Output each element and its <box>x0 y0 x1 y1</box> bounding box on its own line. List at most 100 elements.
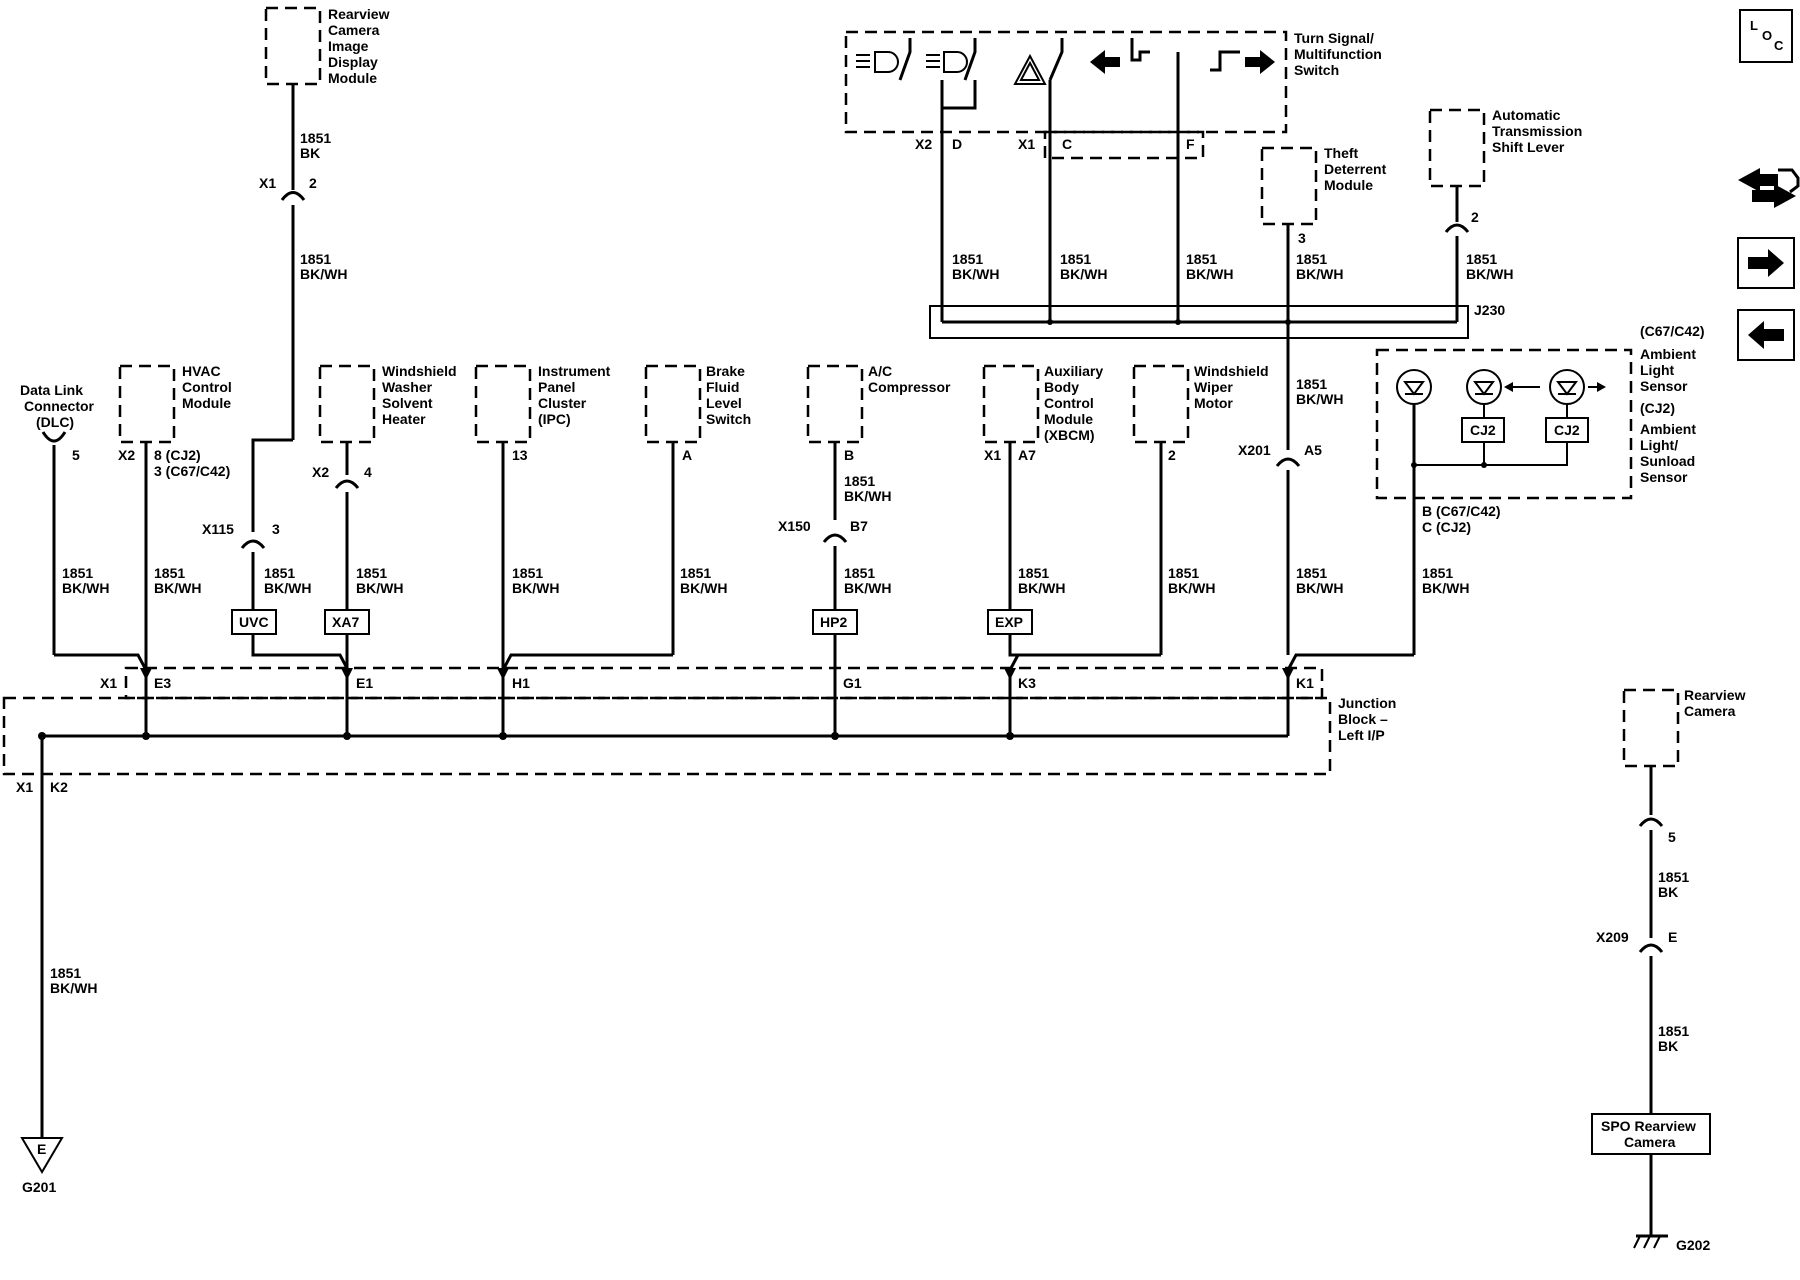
svg-text:Washer: Washer <box>382 379 433 395</box>
turn-switch-label-1: Turn Signal/ <box>1294 30 1374 46</box>
svg-text:1851: 1851 <box>300 251 331 267</box>
svg-text:1851: 1851 <box>62 565 93 581</box>
svg-text:X1: X1 <box>16 779 33 795</box>
svg-text:Junction: Junction <box>1338 695 1396 711</box>
xa7-option: XA7 <box>332 614 359 630</box>
transmission-shift-lever[interactable] <box>1428 108 1486 188</box>
svg-text:HVAC: HVAC <box>182 363 221 379</box>
washer-solvent-heater[interactable] <box>318 364 376 444</box>
svg-text:Heater: Heater <box>382 411 426 427</box>
svg-text:F: F <box>1186 136 1195 152</box>
svg-text:G201: G201 <box>22 1179 56 1195</box>
svg-text:1851: 1851 <box>1466 251 1497 267</box>
svg-text:BK: BK <box>300 145 320 161</box>
windshield-wiper-motor[interactable] <box>1132 364 1190 444</box>
svg-text:BK/WH: BK/WH <box>50 980 97 996</box>
svg-text:BK/WH: BK/WH <box>1018 580 1065 596</box>
svg-text:BK/WH: BK/WH <box>1296 391 1343 407</box>
rearview-display-label-4: Display <box>328 54 378 70</box>
instrument-panel-cluster[interactable] <box>474 364 532 444</box>
turn-signal-multifunction-switch[interactable] <box>844 30 1288 134</box>
svg-text:1851: 1851 <box>1186 251 1217 267</box>
svg-text:Light/: Light/ <box>1640 437 1678 453</box>
svg-text:Brake: Brake <box>706 363 745 379</box>
svg-text:BK: BK <box>1658 884 1678 900</box>
theft-deterrent-module[interactable] <box>1260 146 1318 226</box>
arrow-right-signal-icon <box>1245 50 1275 74</box>
svg-text:Light: Light <box>1640 362 1675 378</box>
svg-text:E: E <box>37 1141 46 1157</box>
loc-icon[interactable]: L O C <box>1739 9 1793 63</box>
svg-text:Ambient: Ambient <box>1640 421 1696 437</box>
svg-text:1851: 1851 <box>154 565 185 581</box>
svg-text:Camera: Camera <box>1624 1134 1676 1150</box>
turn-switch-label-3: Switch <box>1294 62 1339 78</box>
svg-text:BK/WH: BK/WH <box>356 580 403 596</box>
svg-text:BK: BK <box>1658 1038 1678 1054</box>
svg-text:E: E <box>1668 929 1677 945</box>
svg-text:X1: X1 <box>259 175 276 191</box>
svg-text:Instrument: Instrument <box>538 363 611 379</box>
rearview-camera[interactable] <box>1622 688 1680 768</box>
arrow-left-icon[interactable] <box>1737 309 1795 361</box>
svg-text:1851: 1851 <box>1296 251 1327 267</box>
svg-text:3: 3 <box>1298 230 1306 246</box>
hvac-control-module[interactable] <box>118 364 176 444</box>
svg-text:1851: 1851 <box>512 565 543 581</box>
ground-g202-symbol <box>1633 1234 1668 1249</box>
svg-text:G1: G1 <box>843 675 862 691</box>
light-sensor-icon <box>1396 369 1585 405</box>
hp2-option: HP2 <box>820 614 847 630</box>
svg-text:B7: B7 <box>850 518 868 534</box>
svg-text:Body: Body <box>1044 379 1079 395</box>
svg-text:Deterrent: Deterrent <box>1324 161 1387 177</box>
svg-text:K2: K2 <box>50 779 68 795</box>
svg-text:(DLC): (DLC) <box>36 414 74 430</box>
svg-text:Left I/P: Left I/P <box>1338 727 1385 743</box>
svg-text:3: 3 <box>272 521 280 537</box>
uvc-option: UVC <box>239 614 269 630</box>
svg-text:BK/WH: BK/WH <box>154 580 201 596</box>
svg-text:3 (C67/C42): 3 (C67/C42) <box>154 463 230 479</box>
cj2-option-1: CJ2 <box>1470 422 1496 438</box>
svg-text:1851: 1851 <box>300 130 331 146</box>
turn-switch-label-2: Multifunction <box>1294 46 1382 62</box>
svg-text:A/C: A/C <box>868 363 892 379</box>
dlc-connector[interactable] <box>41 431 67 443</box>
svg-text:Automatic: Automatic <box>1492 107 1561 123</box>
svg-text:B (C67/C42): B (C67/C42) <box>1422 503 1501 519</box>
svg-text:Motor: Motor <box>1194 395 1233 411</box>
auxiliary-body-control-module[interactable] <box>982 364 1040 444</box>
svg-text:Sensor: Sensor <box>1640 469 1688 485</box>
rearview-display-label-3: Image <box>328 38 369 54</box>
svg-text:BK/WH: BK/WH <box>1422 580 1469 596</box>
svg-text:Transmission: Transmission <box>1492 123 1582 139</box>
svg-text:(XBCM): (XBCM) <box>1044 427 1095 443</box>
brake-fluid-level-switch[interactable] <box>644 364 702 444</box>
svg-text:Windshield: Windshield <box>382 363 457 379</box>
svg-text:BK/WH: BK/WH <box>300 266 347 282</box>
ac-compressor[interactable] <box>806 364 864 444</box>
svg-text:Ambient: Ambient <box>1640 346 1696 362</box>
svg-text:X1: X1 <box>1018 136 1035 152</box>
svg-text:X2: X2 <box>915 136 932 152</box>
svg-text:1851: 1851 <box>1296 376 1327 392</box>
svg-text:2: 2 <box>1168 447 1176 463</box>
svg-text:13: 13 <box>512 447 528 463</box>
svg-text:2: 2 <box>1471 209 1479 225</box>
svg-text:E1: E1 <box>356 675 373 691</box>
svg-text:Sensor: Sensor <box>1640 378 1688 394</box>
arrow-right-icon[interactable] <box>1737 237 1795 289</box>
junction-block-left-ip[interactable] <box>2 666 1332 776</box>
svg-text:Rearview: Rearview <box>1684 687 1746 703</box>
spo-rearview-camera-box[interactable] <box>1591 1113 1711 1155</box>
svg-text:(CJ2): (CJ2) <box>1640 400 1675 416</box>
service-programming-icon[interactable] <box>1738 168 1800 208</box>
svg-text:C: C <box>1062 136 1072 152</box>
hazard-icon <box>1013 53 1047 85</box>
svg-text:1851: 1851 <box>1658 1023 1689 1039</box>
rearview-display-module[interactable] <box>264 6 322 86</box>
svg-text:Compressor: Compressor <box>868 379 951 395</box>
ambient-light-sensor[interactable] <box>1375 348 1633 500</box>
svg-text:K3: K3 <box>1018 675 1036 691</box>
